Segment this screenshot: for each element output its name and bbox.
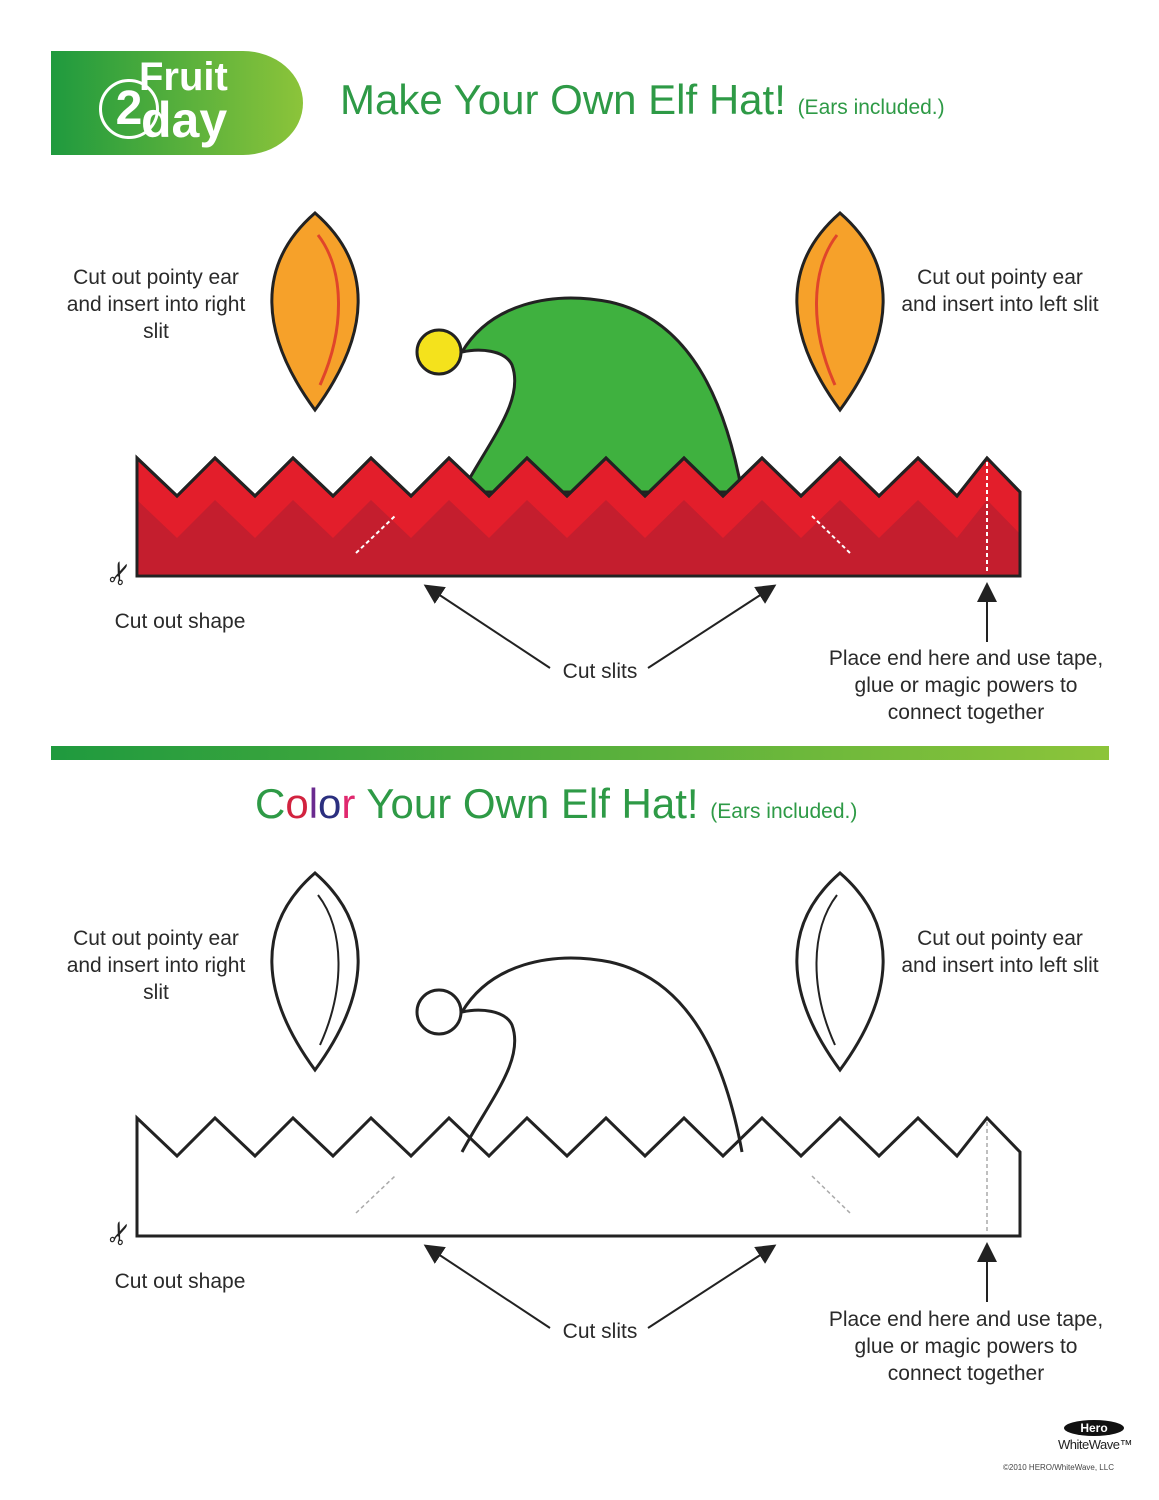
section2-title: Color Your Own Elf Hat! (Ears included.)	[255, 780, 858, 827]
cut-shape-note-2: Cut out shape	[114, 1270, 246, 1293]
left-ear	[270, 211, 360, 413]
place-end-note: Place end here and use tape, glue or mag…	[828, 647, 1104, 724]
ear-note-right: Cut out pointy ear and insert into left …	[901, 266, 1099, 316]
place-end-note-2: Place end here and use tape, glue or mag…	[828, 1308, 1104, 1385]
logo-day: day	[141, 92, 228, 148]
logo-fruit: Fruit	[139, 55, 228, 99]
hero-badge: Hero	[1064, 1420, 1124, 1436]
color-letter: r	[341, 780, 356, 827]
section1-title: Make Your Own Elf Hat! (Ears included.)	[340, 76, 945, 123]
ear-note-right-2: Cut out pointy ear and insert into left …	[901, 927, 1099, 977]
section-divider	[51, 746, 1109, 760]
cut-slits-note: Cut slits	[562, 660, 638, 683]
color-letter: o	[285, 780, 309, 827]
color-letter: l	[308, 780, 319, 827]
copyright: ©2010 HERO/WhiteWave, LLC	[1003, 1463, 1114, 1472]
color-letter: o	[318, 780, 342, 827]
right-ear	[795, 211, 885, 413]
whitewave-name: WhiteWave™	[1058, 1437, 1132, 1452]
cut-slits-note-2: Cut slits	[562, 1320, 638, 1343]
ear-note-left-2: Cut out pointy ear and insert into right…	[66, 927, 246, 1004]
cut-shape-note: Cut out shape	[114, 610, 246, 633]
outline-hat	[135, 871, 1022, 1329]
color-hat	[135, 211, 1022, 669]
color-letter: C	[255, 780, 286, 827]
fruit2day-logo: 2 Fruit day	[51, 51, 303, 155]
logo-two: 2	[99, 79, 159, 139]
ear-note-left: Cut out pointy ear and insert into right…	[66, 266, 246, 343]
bell	[415, 328, 463, 376]
hat	[458, 296, 744, 494]
color-word: Color	[255, 780, 355, 827]
